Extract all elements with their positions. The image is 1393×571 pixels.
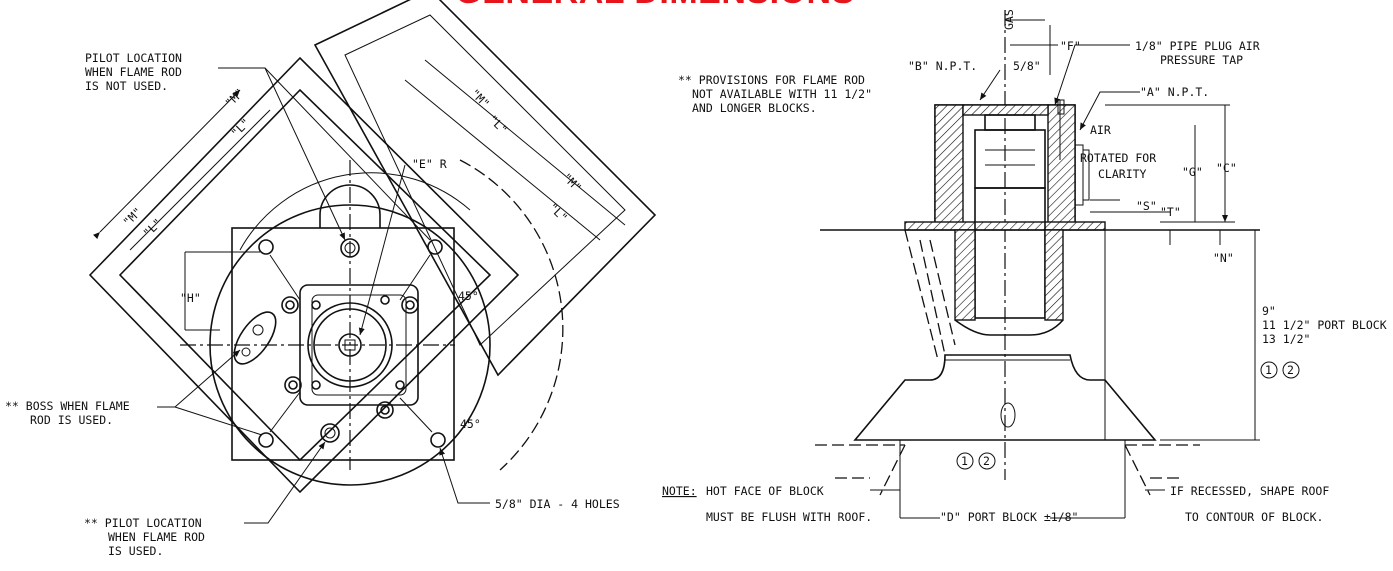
recessed-line-1: IF RECESSED, SHAPE ROOF: [1170, 484, 1329, 498]
pipe-plug-line-1: 1/8" PIPE PLUG AIR: [1135, 39, 1260, 53]
angle-45-top: 45°: [458, 289, 479, 303]
boss-line-2: ROD IS USED.: [30, 413, 113, 427]
circle-note-1-bottom: [956, 452, 974, 470]
page-title: GENERAL DIMENSIONS: [0, 0, 1310, 12]
circle-note-2-bottom: [978, 452, 996, 470]
dim-n-label: "N": [1213, 251, 1234, 265]
mounting-flange: [904, 221, 1106, 231]
mount-hole: [427, 239, 443, 255]
note-label: NOTE:: [662, 484, 697, 498]
note-line-2: MUST BE FLUSH WITH ROOF.: [706, 510, 872, 524]
dim-l-label-right-top: "L": [486, 112, 511, 137]
pilot-no-rod-line-1: PILOT LOCATION: [85, 51, 182, 65]
circle-note-2-right-text: 2: [1287, 363, 1294, 377]
outer-diamond-right: [313, 0, 657, 377]
mounting-plate: [231, 227, 455, 461]
dim-d-label: "D" PORT BLOCK ±1/8": [940, 510, 1078, 524]
boss-line-1: ** BOSS WHEN FLAME: [5, 399, 130, 413]
mount-hole: [258, 432, 274, 448]
note-line-1: HOT FACE OF BLOCK: [706, 484, 824, 498]
pilot-rod-line-3: IS USED.: [108, 544, 163, 558]
pilot-no-rod-line-3: IS NOT USED.: [85, 79, 168, 93]
port-block-13: 13 1/2": [1262, 332, 1310, 346]
circle-note-1-right-text: 1: [1265, 363, 1272, 377]
flame-rod-note-line-2: NOT AVAILABLE WITH 11 1/2": [692, 87, 872, 101]
dim-a-label: "A" N.P.T.: [1140, 85, 1209, 99]
dim-e-label: "E" R: [412, 157, 447, 171]
pilot-rod-line-1: ** PILOT LOCATION: [84, 516, 202, 530]
flame-rod-note-line-3: AND LONGER BLOCKS.: [692, 101, 817, 115]
holes-label: 5/8" DIA - 4 HOLES: [495, 497, 620, 511]
port-block: [853, 354, 1157, 441]
circle-note-1-bottom-text: 1: [961, 454, 968, 468]
pilot-location-top: [340, 238, 360, 258]
circle-note-2-bottom-text: 2: [983, 454, 990, 468]
dim-m-label-top: "M": [222, 86, 247, 111]
pilot-no-rod-line-2: WHEN FLAME ROD: [85, 65, 182, 79]
port-block-9: 9": [1262, 304, 1276, 318]
dim-l-label-right: "L": [546, 200, 571, 225]
dim-l-label-top: "L": [228, 116, 253, 141]
flame-rod-boss: [233, 311, 277, 365]
f-value-label: 5/8": [1013, 59, 1041, 73]
pipe-plug-line-2: PRESSURE TAP: [1160, 53, 1243, 67]
pilot-location-bottom: [320, 423, 340, 443]
left-top-view: PILOT LOCATION WHEN FLAME ROD IS NOT USE…: [5, 0, 657, 558]
rotated-line-1: ROTATED FOR: [1080, 151, 1156, 165]
gas-label: GAS: [1002, 9, 1016, 30]
inner-diamond-right: [344, 14, 626, 346]
right-section-view: GAS "B" N.P.T. "F" 5/8" 1/8" PIPE PLUG A…: [662, 9, 1387, 524]
dim-f-label: "F": [1060, 39, 1081, 53]
dim-g-label: "G": [1182, 165, 1203, 179]
port-block-11: 11 1/2" PORT BLOCK: [1262, 318, 1387, 332]
circle-note-2-right: [1282, 361, 1300, 379]
dim-c-label: "C": [1216, 161, 1237, 175]
recessed-line-2: TO CONTOUR OF BLOCK.: [1185, 510, 1323, 524]
flame-rod-note-line-1: ** PROVISIONS FOR FLAME ROD: [678, 73, 865, 87]
inner-diamond-left: [118, 88, 492, 462]
air-label: AIR: [1090, 123, 1111, 137]
rotated-line-2: CLARITY: [1098, 167, 1147, 181]
angle-45-bottom: 45°: [460, 417, 481, 431]
pilot-rod-line-2: WHEN FLAME ROD: [108, 530, 205, 544]
mount-hole: [430, 432, 446, 448]
dim-h-label: "H": [180, 291, 201, 305]
circle-note-1-right: [1260, 361, 1278, 379]
dim-b-label: "B" N.P.T.: [908, 59, 977, 73]
dim-n-label-top: "M": [468, 86, 493, 111]
dim-s-label: "S": [1136, 199, 1157, 213]
mount-hole: [258, 239, 274, 255]
dim-t-label: "T": [1160, 205, 1181, 219]
